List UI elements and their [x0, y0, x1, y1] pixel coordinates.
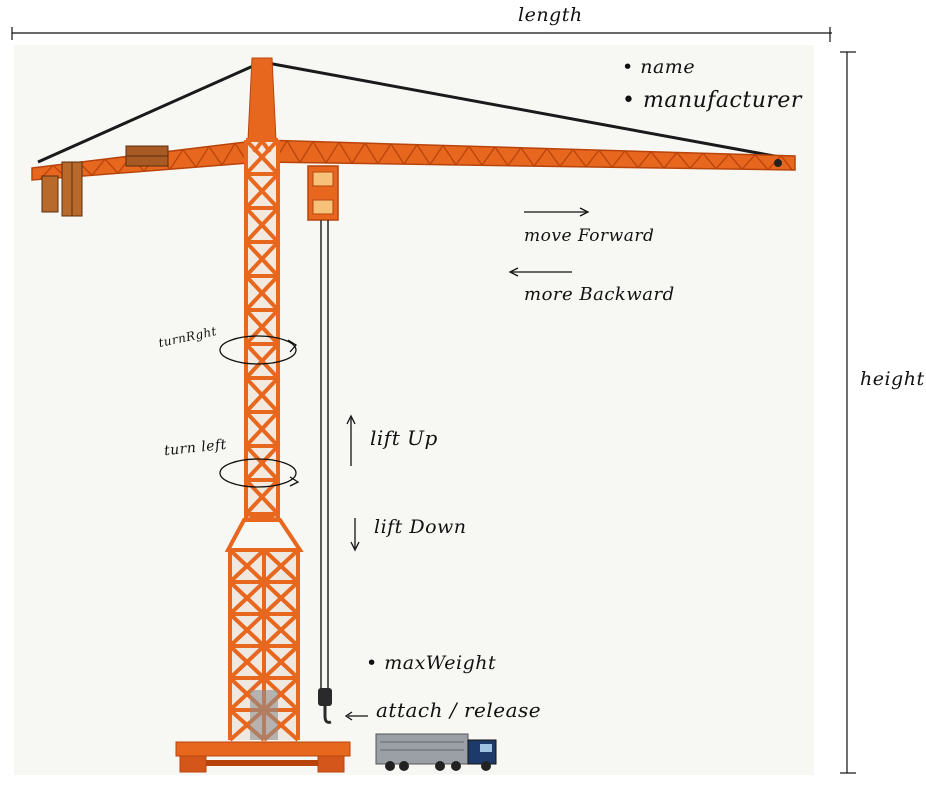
arrow-down-icon	[351, 518, 359, 550]
attach-arrow-icon	[346, 712, 368, 720]
hook-icon	[318, 688, 332, 722]
length-label: length	[518, 4, 583, 26]
arrow-left-icon	[510, 268, 572, 276]
arrow-up-icon	[347, 416, 355, 466]
height-label: height	[860, 368, 925, 390]
arrow-right-icon	[524, 208, 588, 216]
action-lift-down: lift Down	[374, 516, 467, 538]
hook-cable	[321, 220, 328, 690]
action-lift-up: lift Up	[370, 426, 438, 450]
length-dimension-line	[12, 27, 832, 42]
action-move-backward: more Backward	[524, 284, 675, 305]
crane-base	[176, 742, 350, 772]
action-attach-release: attach / release	[376, 698, 541, 722]
counterweights	[42, 146, 168, 216]
action-move-forward: move Forward	[524, 226, 654, 246]
trolley	[308, 166, 338, 220]
height-dimension-line	[840, 52, 856, 773]
property-manufacturer: • manufacturer	[622, 88, 802, 113]
truck	[376, 734, 496, 771]
property-max-weight: • maxWeight	[366, 652, 496, 674]
property-name: • name	[622, 56, 695, 78]
